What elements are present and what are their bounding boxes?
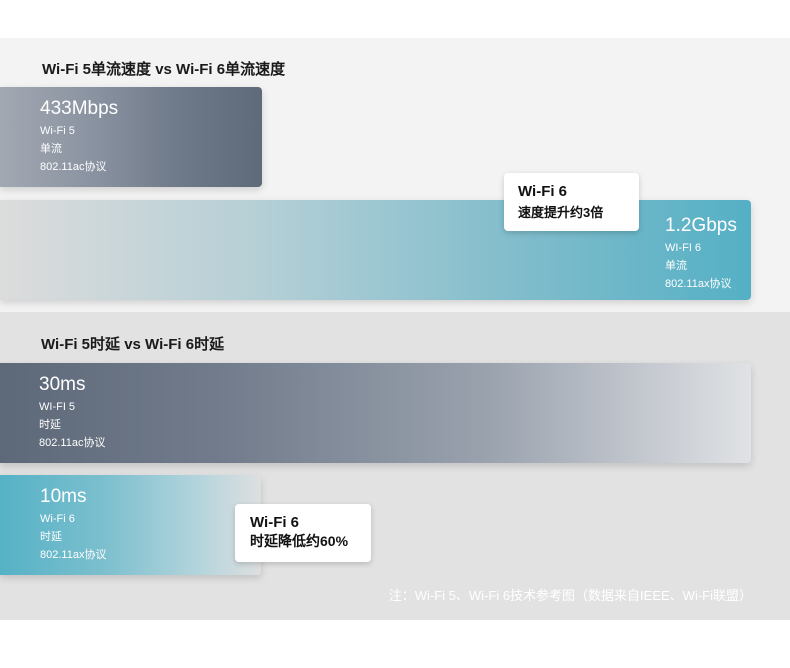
wifi5-speed-value: 433Mbps xyxy=(40,98,119,119)
wifi6-speed-labels: 1.2Gbps WI-FI 6 单流 802.11ax协议 xyxy=(665,214,737,293)
speed-callout-text: 速度提升约3倍 xyxy=(518,205,604,220)
latency-callout-text: 时延降低约60% xyxy=(250,533,349,549)
wifi6-latency-desc: 时延 xyxy=(40,531,62,543)
wifi5-latency-desc: 时延 xyxy=(39,419,61,431)
wifi5-latency-value: 30ms xyxy=(39,374,86,395)
speed-chart-title: Wi-Fi 5单流速度 vs Wi-Fi 6单流速度 xyxy=(42,61,286,78)
wifi5-speed-protocol: 802.11ac协议 xyxy=(40,161,107,173)
wifi5-speed-bar: 433Mbps Wi-Fi 5 单流 802.11ac协议 xyxy=(0,87,262,187)
wifi5-latency-protocol: 802.11ac协议 xyxy=(39,437,106,449)
wifi6-speed-desc: 单流 xyxy=(665,260,687,272)
speed-comparison-panel: Wi-Fi 5单流速度 vs Wi-Fi 6单流速度 433Mbps Wi-Fi… xyxy=(0,38,790,312)
wifi6-latency-labels: 10ms Wi-Fi 6 时延 802.11ax协议 xyxy=(40,485,106,564)
source-note: 注：Wi-Fi 5、Wi-Fi 6技术参考图（数据来自IEEE、Wi-Fi联盟） xyxy=(388,588,752,603)
speed-callout-title: Wi-Fi 6 xyxy=(518,183,568,200)
wifi6-speed-protocol: 802.11ax协议 xyxy=(665,278,732,290)
latency-callout-title: Wi-Fi 6 xyxy=(250,514,300,531)
wifi5-latency-labels: 30ms WI-FI 5 时延 802.11ac协议 xyxy=(39,373,105,452)
wifi5-speed-labels: 433Mbps Wi-Fi 5 单流 802.11ac协议 xyxy=(40,97,118,176)
wifi6-speed-value: 1.2Gbps xyxy=(665,215,737,236)
latency-comparison-panel: Wi-Fi 5时延 vs Wi-Fi 6时延 30ms WI-FI 5 时延 8… xyxy=(0,312,790,620)
wifi5-latency-bar: 30ms WI-FI 5 时延 802.11ac协议 xyxy=(0,363,751,463)
wifi5-speed-desc: 单流 xyxy=(40,143,62,155)
latency-chart-title: Wi-Fi 5时延 vs Wi-Fi 6时延 xyxy=(41,336,225,353)
wifi6-speed-label: WI-FI 6 xyxy=(665,242,702,254)
latency-callout: Wi-Fi 6 时延降低约60% xyxy=(235,504,371,562)
wifi6-latency-value: 10ms xyxy=(40,486,87,507)
wifi6-latency-protocol: 802.11ax协议 xyxy=(40,549,107,561)
wifi6-latency-label: Wi-Fi 6 xyxy=(40,513,75,525)
wifi5-speed-label: Wi-Fi 5 xyxy=(40,125,75,137)
wifi6-latency-bar: 10ms Wi-Fi 6 时延 802.11ax协议 xyxy=(0,475,261,575)
speed-callout: Wi-Fi 6 速度提升约3倍 xyxy=(504,173,639,231)
wifi5-latency-label: WI-FI 5 xyxy=(39,401,76,413)
